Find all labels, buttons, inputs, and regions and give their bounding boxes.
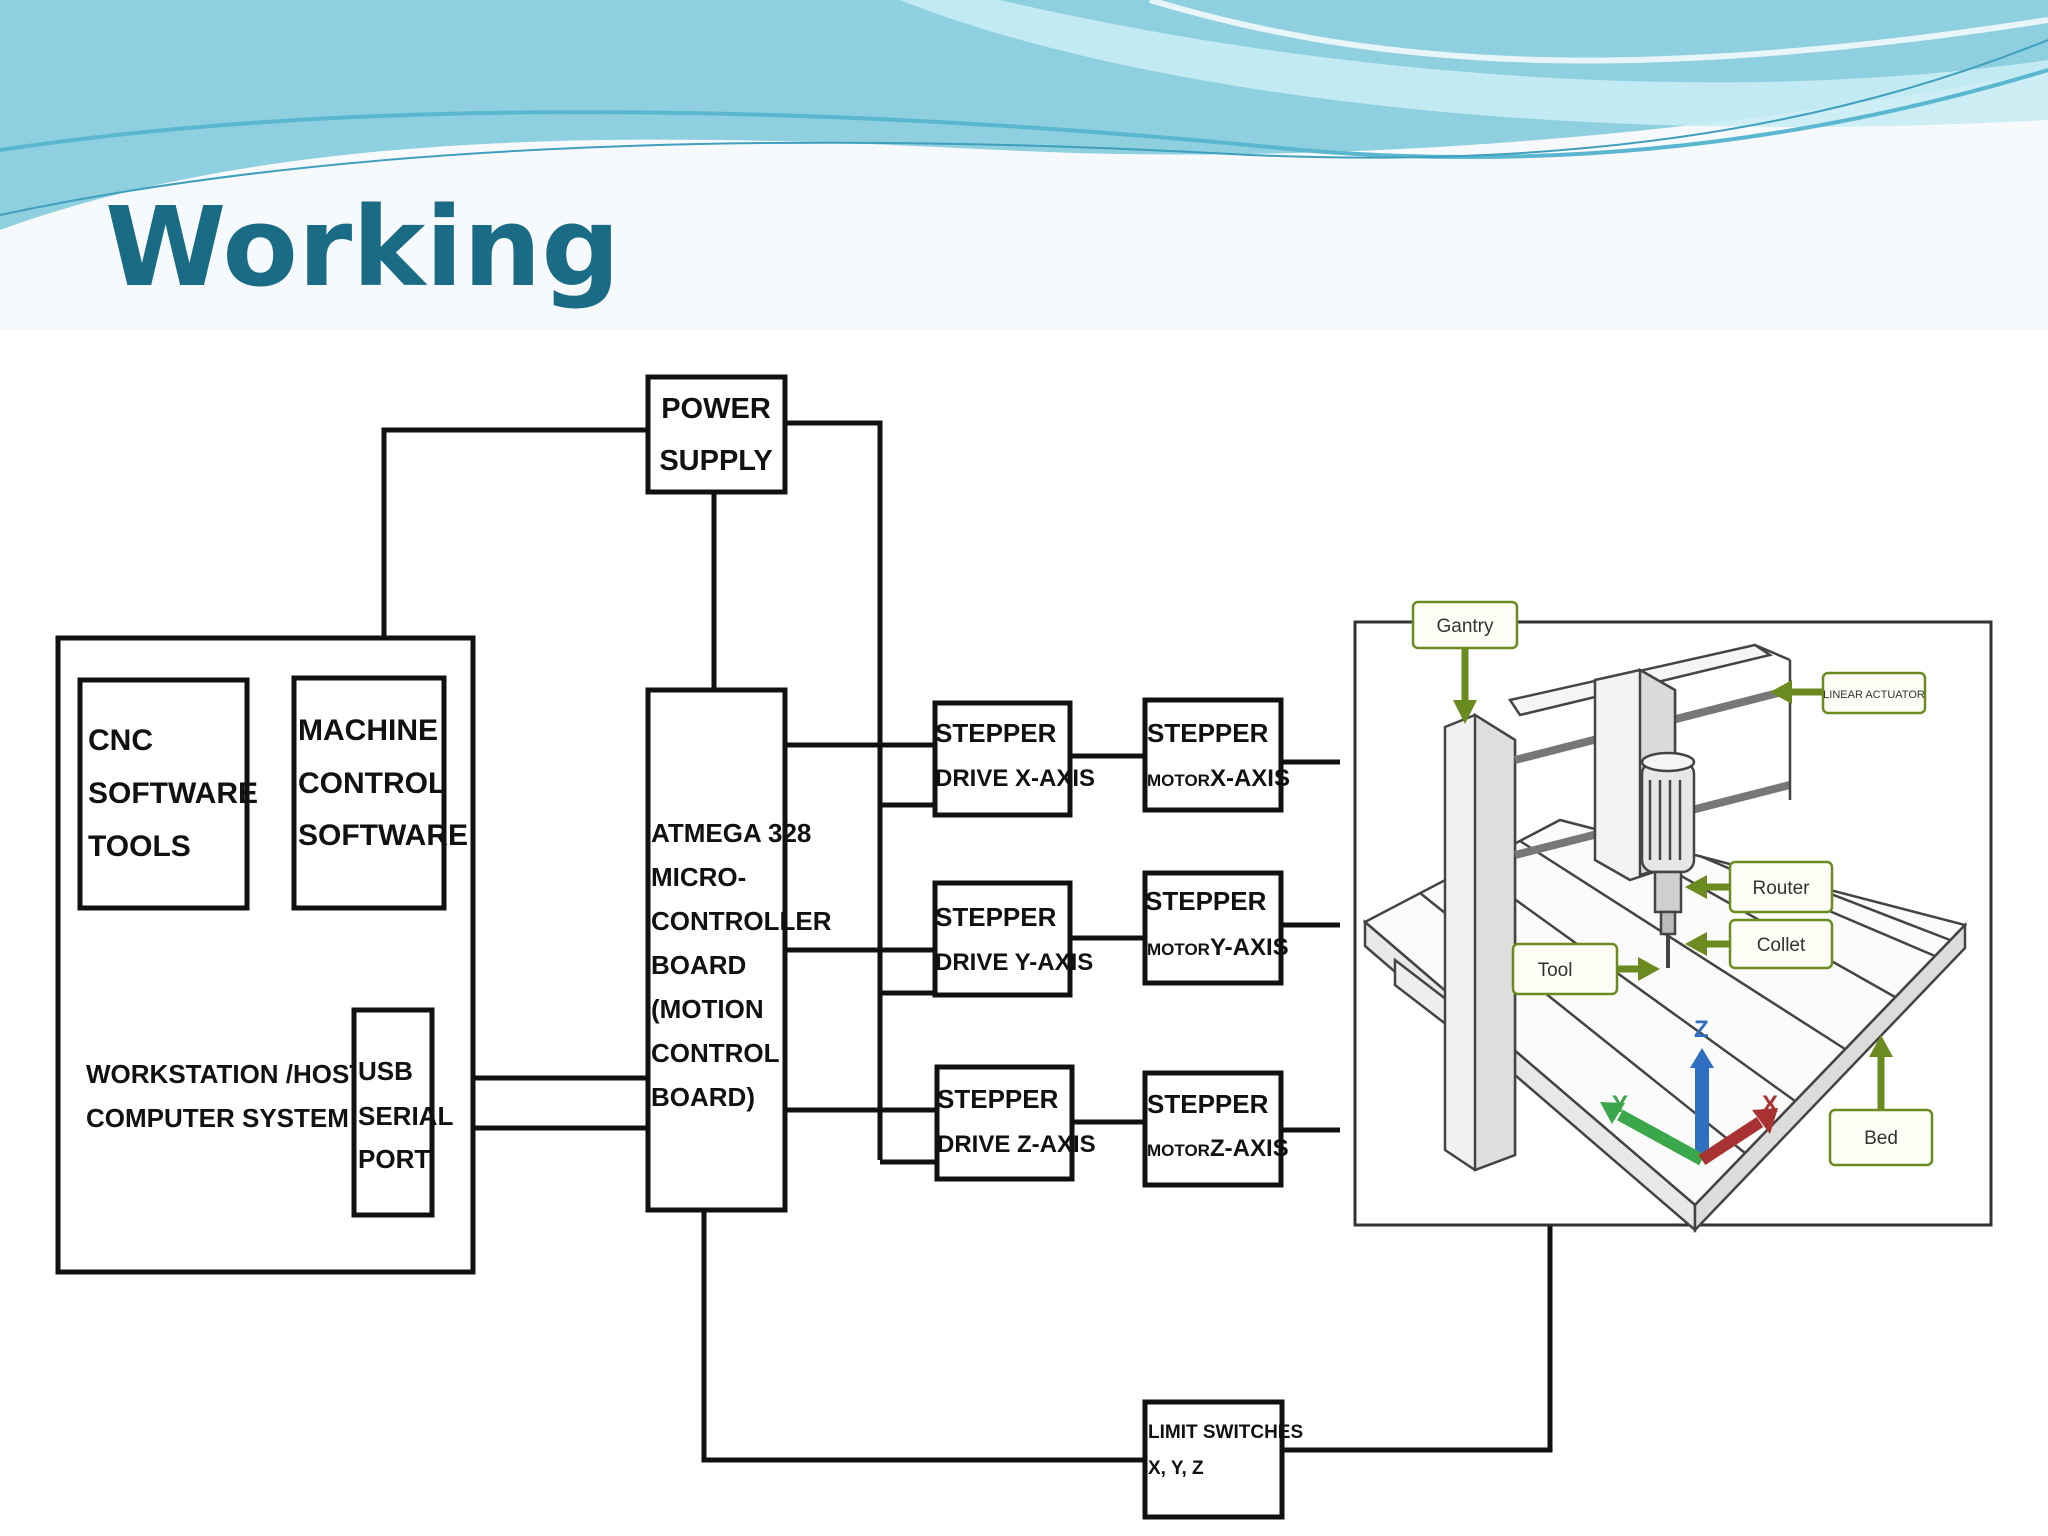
machine-control-line3: SOFTWARE (298, 819, 468, 852)
usb-port-line3: PORT (358, 1144, 430, 1174)
motor-z-line2: MOTORZ-AXIS (1147, 1135, 1289, 1162)
cnc-tools-line2: SOFTWARE (88, 777, 258, 810)
callout-linear-actuator-label: LINEAR ACTUATOR (1823, 689, 1925, 701)
stepper-motor-x-block: STEPPER MOTORX-AXIS (1142, 697, 1290, 813)
motor-x-axis: X-AXIS (1210, 765, 1290, 792)
callout-collet: Collet (1685, 918, 1834, 970)
drive-x-line1: STEPPER (935, 718, 1057, 748)
usb-port-line1: USB (358, 1056, 413, 1086)
callout-bed: Bed (1828, 1035, 1934, 1167)
motor-y-line1: STEPPER (1145, 886, 1267, 916)
stepper-motor-z-block: STEPPER MOTORZ-AXIS (1142, 1070, 1289, 1188)
stepper-motor-y-block: STEPPER MOTORY-AXIS (1142, 870, 1289, 986)
cnc-machine-illustration: Z Y X Gantry LINEAR ACTUATOR Router Coll… (1353, 600, 1993, 1234)
callout-router: Router (1685, 860, 1834, 914)
stepper-drive-z-block: STEPPER DRIVE Z-AXIS (934, 1064, 1096, 1182)
controller-line5: (MOTION (651, 994, 764, 1024)
drive-z-line1: STEPPER (937, 1084, 1059, 1114)
usb-serial-port-block: USB SERIAL PORT (351, 1007, 453, 1218)
controller-line3: CONTROLLER (651, 906, 832, 936)
drive-x-line2: DRIVE X-AXIS (935, 765, 1095, 792)
power-supply-label-line1: POWER (661, 393, 771, 425)
drive-y-line2: DRIVE Y-AXIS (935, 949, 1093, 976)
workstation-label-line2: COMPUTER SYSTEM (86, 1103, 349, 1133)
callout-router-label: Router (1752, 878, 1810, 899)
usb-port-line2: SERIAL (358, 1101, 453, 1131)
callout-tool-label: Tool (1538, 960, 1573, 981)
callout-linear-actuator: LINEAR ACTUATOR (1770, 671, 1927, 715)
motor-y-line2: MOTORY-AXIS (1147, 934, 1289, 961)
callout-gantry: Gantry (1411, 600, 1519, 724)
axis-label-x: X (1762, 1091, 1778, 1118)
axis-indicator: Z Y X (1600, 1016, 1778, 1166)
motor-x-line2: MOTORX-AXIS (1147, 765, 1290, 792)
limit-switches-block: LIMIT SWITCHES X, Y, Z (1142, 1399, 1303, 1520)
motor-z-line1: STEPPER (1147, 1089, 1269, 1119)
microcontroller-block: ATMEGA 328 MICRO- CONTROLLER BOARD (MOTI… (645, 687, 832, 1213)
machine-control-line2: CONTROL (298, 767, 446, 800)
callout-tool: Tool (1511, 942, 1660, 996)
machine-router (1593, 667, 1696, 968)
motor-y-axis: Y-AXIS (1210, 934, 1289, 961)
header-background (0, 0, 2048, 330)
stepper-drive-x-block: STEPPER DRIVE X-AXIS (932, 700, 1095, 818)
power-supply-label-line2: SUPPLY (659, 445, 772, 477)
slide-title: Working (105, 183, 620, 311)
controller-line1: ATMEGA 328 (651, 818, 811, 848)
limit-switches-line2: X, Y, Z (1148, 1458, 1204, 1479)
drive-z-line2: DRIVE Z-AXIS (937, 1131, 1096, 1158)
callout-bed-label: Bed (1864, 1128, 1898, 1149)
motor-x-word: MOTOR (1147, 771, 1210, 790)
cnc-tools-line3: TOOLS (88, 830, 191, 863)
workstation-label-line1: WORKSTATION /HOST (86, 1059, 365, 1089)
cnc-software-tools-block: CNC SOFTWARE TOOLS (77, 677, 258, 911)
motor-z-word: MOTOR (1147, 1141, 1210, 1160)
controller-line7: BOARD) (651, 1082, 755, 1112)
callout-collet-label: Collet (1757, 935, 1806, 956)
callout-gantry-label: Gantry (1436, 616, 1494, 637)
workstation-block: CNC SOFTWARE TOOLS MACHINE CONTROL SOFTW… (55, 635, 476, 1275)
controller-line4: BOARD (651, 950, 746, 980)
axis-label-z: Z (1694, 1016, 1709, 1043)
drive-y-line1: STEPPER (935, 902, 1057, 932)
controller-line2: MICRO- (651, 862, 746, 892)
axis-label-y: Y (1612, 1091, 1628, 1118)
motor-y-word: MOTOR (1147, 940, 1210, 959)
motor-x-line1: STEPPER (1147, 718, 1269, 748)
power-supply-block: POWER SUPPLY (645, 374, 788, 495)
cnc-tools-line1: CNC (88, 724, 153, 757)
limit-switches-line1: LIMIT SWITCHES (1148, 1422, 1303, 1443)
motor-z-axis: Z-AXIS (1210, 1135, 1289, 1162)
machine-control-software-block: MACHINE CONTROL SOFTWARE (291, 675, 468, 911)
machine-control-line1: MACHINE (298, 714, 438, 747)
controller-line6: CONTROL (651, 1038, 780, 1068)
stepper-drive-y-block: STEPPER DRIVE Y-AXIS (932, 880, 1093, 998)
